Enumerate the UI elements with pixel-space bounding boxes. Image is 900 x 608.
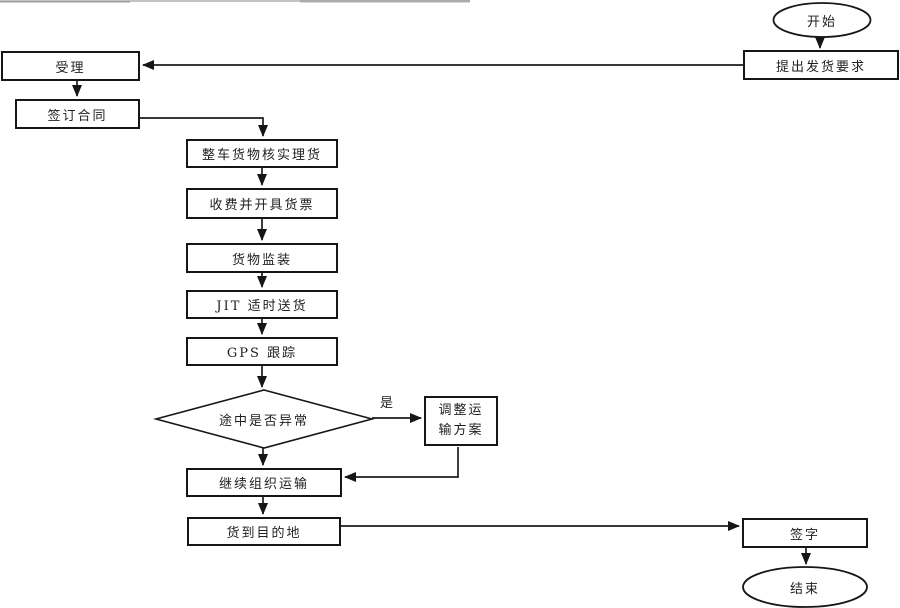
node-jit-delivery: JIT 适时送货: [186, 290, 338, 319]
node-jit-delivery-label: JIT 适时送货: [216, 299, 308, 314]
node-gps-tracking-label: GPS 跟踪: [226, 346, 298, 361]
node-supervised-loading: 货物监装: [186, 243, 338, 273]
node-goods-arrive-destination-label: 货到目的地: [226, 526, 302, 541]
node-continue-transport: 继续组织运输: [186, 468, 342, 497]
node-sign-contract: 签订合同: [15, 99, 140, 129]
node-gps-tracking: GPS 跟踪: [186, 337, 338, 366]
edge-label-yes: 是: [380, 396, 394, 411]
node-goods-arrive-destination: 货到目的地: [187, 517, 341, 546]
node-continue-transport-label: 继续组织运输: [218, 477, 309, 492]
decision-diamond-shape: [152, 389, 376, 449]
node-adjust-transport-plan: 调整运 输方案: [424, 396, 498, 446]
start-terminator-shape: [772, 2, 872, 38]
connector-lines: [72, 37, 825, 565]
edge-contract-tally: [140, 117, 268, 137]
node-adjust-transport-plan-line1: 调整运: [438, 403, 484, 418]
node-signature-label: 签字: [789, 527, 820, 543]
scan-artifact: [0, 0, 470, 3]
edge-adjust-continue: [344, 447, 459, 482]
node-signature: 签字: [742, 518, 868, 548]
node-sign-contract-label: 签订合同: [47, 108, 108, 124]
node-accept-label: 受理: [55, 60, 86, 76]
node-truckload-cargo-tally: 整车货物核实理货: [186, 139, 338, 168]
node-charge-and-issue-ticket: 收费并开具货票: [186, 188, 338, 219]
node-charge-and-issue-ticket-label: 收费并开具货票: [209, 198, 315, 213]
end-terminator-shape: [742, 566, 868, 608]
node-submit-shipping-request-label: 提出发货要求: [775, 59, 866, 75]
node-adjust-transport-plan-line2: 输方案: [438, 423, 484, 438]
node-submit-shipping-request: 提出发货要求: [743, 50, 899, 80]
node-truckload-cargo-tally-label: 整车货物核实理货: [201, 148, 322, 163]
node-supervised-loading-label: 货物监装: [231, 252, 292, 268]
node-accept: 受理: [1, 51, 140, 81]
